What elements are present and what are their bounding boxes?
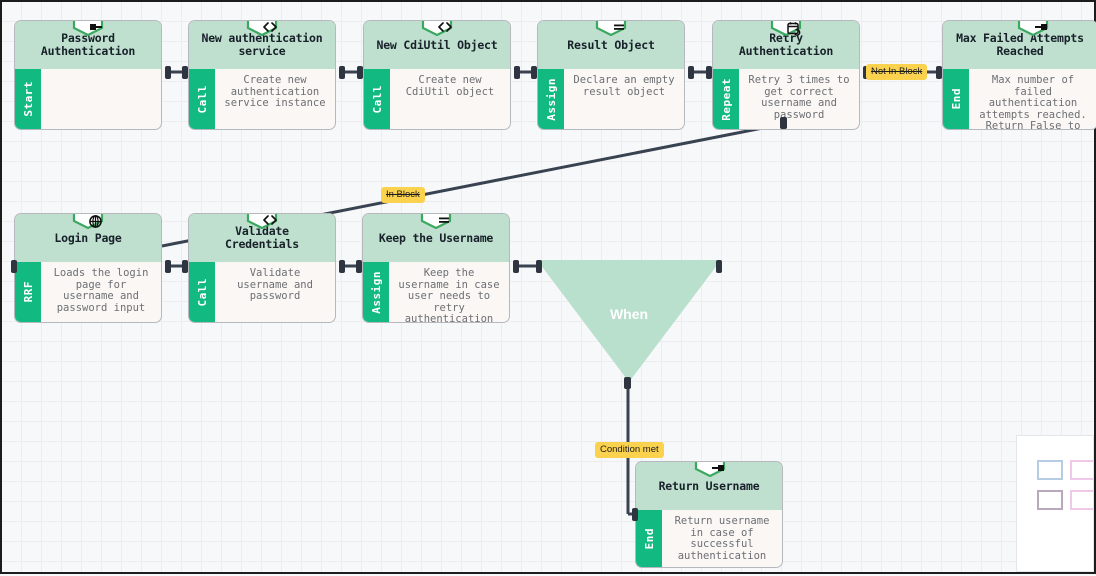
code-icon [246, 21, 278, 36]
start-icon [72, 21, 104, 36]
node-body: End Return username in case of successfu… [636, 510, 782, 567]
node-description: Create new CdiUtil object [405, 74, 495, 98]
node-kind-bar: Call [364, 69, 390, 129]
minimap-node [1037, 460, 1063, 480]
node-kind-label: Assign [544, 77, 558, 121]
port-new-auth-service-out[interactable] [339, 66, 345, 79]
port-retry-authentication-bottom[interactable] [780, 117, 787, 129]
port-result-object-out[interactable] [688, 66, 694, 79]
port-keep-username-in[interactable] [356, 260, 362, 273]
node-description: Declare an empty result object [573, 74, 675, 98]
node-kind-label: Assign [369, 270, 383, 314]
node-title: Return Username [636, 462, 782, 510]
node-description: Loads the login page for username and pa… [53, 267, 149, 314]
node-title: Validate Credentials [189, 214, 335, 262]
minimap-node [1070, 460, 1093, 480]
node-kind-label: End [949, 88, 963, 110]
port-decision-in[interactable] [536, 260, 542, 273]
node-kind-bar: Call [189, 69, 215, 129]
port-new-cdiutil-in[interactable] [357, 66, 363, 79]
node-max-failed-attempts-reached[interactable]: Max Failed Attempts Reached End Max numb… [942, 20, 1096, 130]
node-description: Max number of failed authentication atte… [979, 74, 1087, 129]
node-body: Assign Declare an empty result object [538, 69, 684, 129]
node-kind-label: Call [195, 277, 209, 307]
node-kind-label: Start [21, 81, 35, 117]
node-body: Call Validate username and password [189, 262, 335, 322]
node-keep-the-username[interactable]: Keep the Username Assign Keep the userna… [362, 213, 510, 323]
port-validate-credentials-out[interactable] [339, 260, 345, 273]
node-new-authentication-service[interactable]: New authentication service Call Create n… [188, 20, 336, 130]
node-description [41, 69, 161, 129]
node-kind-label: Call [370, 84, 384, 114]
equals-icon [595, 21, 627, 36]
node-kind-bar: Call [189, 262, 215, 322]
port-login-page-in[interactable] [11, 260, 17, 273]
node-body: Repeat Retry 3 times to get correct user… [713, 69, 859, 129]
node-body: End Max number of failed authentication … [943, 69, 1096, 129]
node-result-object[interactable]: Result Object Assign Declare an empty re… [537, 20, 685, 130]
node-new-cdiutil-object[interactable]: New CdiUtil Object Call Create new CdiUt… [363, 20, 511, 130]
equals-icon [420, 214, 452, 229]
node-kind-bar: End [636, 510, 662, 567]
node-body: Assign Keep the username in case user ne… [363, 262, 509, 322]
port-retry-authentication-in[interactable] [706, 66, 712, 79]
port-new-auth-service-in[interactable] [182, 66, 188, 79]
node-description: Create new authentication service instan… [224, 74, 326, 109]
decision-label: When [609, 306, 649, 322]
node-body: Call Create new CdiUtil object [364, 69, 510, 129]
node-kind-bar: End [943, 69, 969, 129]
node-kind-bar: Repeat [713, 69, 739, 129]
node-kind-bar: Assign [538, 69, 564, 129]
port-password-authentication-out[interactable] [165, 66, 171, 79]
port-decision-bottom[interactable] [624, 377, 631, 389]
node-kind-label: Call [195, 84, 209, 114]
code-icon [421, 21, 453, 36]
port-max-failed-in[interactable] [936, 66, 942, 79]
node-password-authentication[interactable]: Password Authentication Start [14, 20, 162, 130]
port-validate-credentials-in[interactable] [182, 260, 188, 273]
node-description: Return username in case of successful au… [674, 515, 770, 562]
node-description: Retry 3 times to get correct username an… [748, 74, 850, 121]
globe-icon [72, 214, 104, 229]
code-icon [246, 214, 278, 229]
port-decision-right[interactable] [716, 260, 722, 273]
calendar-repeat-icon [770, 21, 802, 36]
when-decision-node[interactable]: When [537, 260, 721, 382]
node-description: Validate username and password [237, 267, 313, 302]
edge-badge-in-block[interactable]: In Block [381, 187, 425, 203]
node-kind-label: End [642, 527, 656, 550]
node-body: Call Create new authentication service i… [189, 69, 335, 129]
end-icon [1017, 21, 1049, 36]
node-body: Start [15, 69, 161, 129]
node-kind-bar: RRF [15, 262, 41, 322]
node-kind-label: Repeat [719, 77, 733, 121]
port-keep-username-out[interactable] [513, 260, 519, 273]
node-kind-bar: Assign [363, 262, 389, 322]
port-new-cdiutil-out[interactable] [514, 66, 520, 79]
port-result-object-in[interactable] [531, 66, 537, 79]
node-kind-label: RRF [21, 281, 35, 303]
node-login-page[interactable]: Login Page RRF Loads the login page for … [14, 213, 162, 323]
minimap-node [1070, 490, 1093, 510]
node-return-username[interactable]: Return Username End Return username in c… [635, 461, 783, 568]
port-return-username-in[interactable] [632, 508, 638, 521]
node-body: RRF Loads the login page for username an… [15, 262, 161, 322]
minimap-node [1037, 490, 1063, 510]
port-login-page-out[interactable] [165, 260, 171, 273]
node-kind-bar: Start [15, 69, 41, 129]
node-description: Keep the username in case user needs to … [398, 267, 500, 322]
end-icon [694, 462, 726, 477]
minimap[interactable] [1016, 435, 1094, 572]
edge-badge-condition-met[interactable]: Condition met [595, 442, 664, 458]
edge-badge-not-in-block[interactable]: Not In Block [866, 64, 928, 80]
node-retry-authentication[interactable]: Retry Authentication Repeat Retry 3 time… [712, 20, 860, 130]
node-validate-credentials[interactable]: Validate Credentials Call Validate usern… [188, 213, 336, 323]
